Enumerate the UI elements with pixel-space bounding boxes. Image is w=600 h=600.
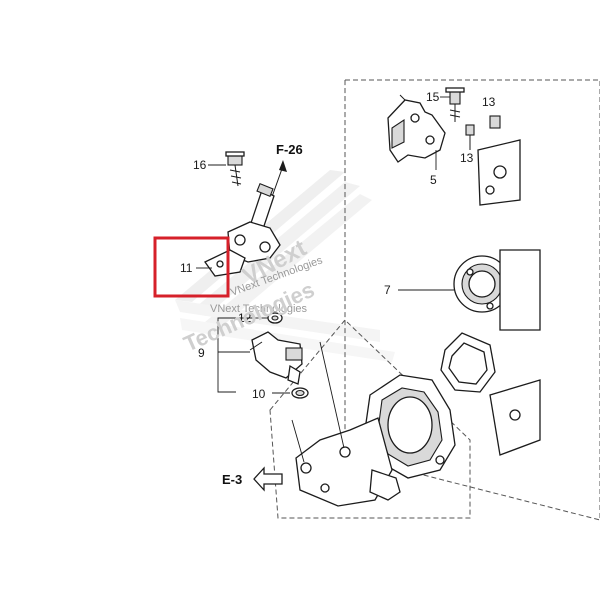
callout-13-lower: 13: [460, 151, 474, 165]
o-ring-12-icon: [267, 312, 283, 324]
bracket-5-icon: [387, 94, 446, 163]
bolt-15-icon: [445, 87, 465, 122]
watermark-text-2: VNext Technologies: [210, 303, 308, 315]
leader-lower-1: [291, 419, 305, 463]
callout-12: 12: [238, 311, 252, 325]
callout-5: 5: [430, 173, 437, 187]
callout-13-upper: 13: [482, 95, 496, 109]
highlight-box-11: [153, 236, 230, 298]
reference-f26: F-26: [276, 142, 303, 157]
callout-11: 11: [180, 261, 193, 275]
leader-bracket: [217, 317, 255, 393]
throttle-body-outline: [344, 79, 600, 521]
bolt-13-icon: [465, 115, 501, 150]
leader-lower-2: [319, 341, 345, 449]
throttle-body-icon: [453, 249, 541, 331]
bolt-16-icon: [225, 151, 245, 187]
callout-9: 9: [198, 346, 205, 360]
reference-e3: E-3: [222, 472, 242, 487]
intake-outline: [269, 319, 471, 519]
callout-7: 7: [384, 283, 391, 297]
fuel-rail-icon: [204, 182, 281, 277]
callout-16: 16: [193, 158, 207, 172]
intake-manifold-icon: [295, 374, 456, 507]
gasket-icon: [440, 332, 496, 393]
callout-10: 10: [252, 387, 266, 401]
sensor-block-icon: [477, 139, 521, 206]
housing-right-icon: [489, 379, 541, 456]
arrow-left-icon: [253, 466, 283, 492]
callout-15: 15: [426, 90, 440, 104]
fuel-injector-icon: [249, 331, 303, 385]
o-ring-10-icon: [291, 387, 309, 399]
